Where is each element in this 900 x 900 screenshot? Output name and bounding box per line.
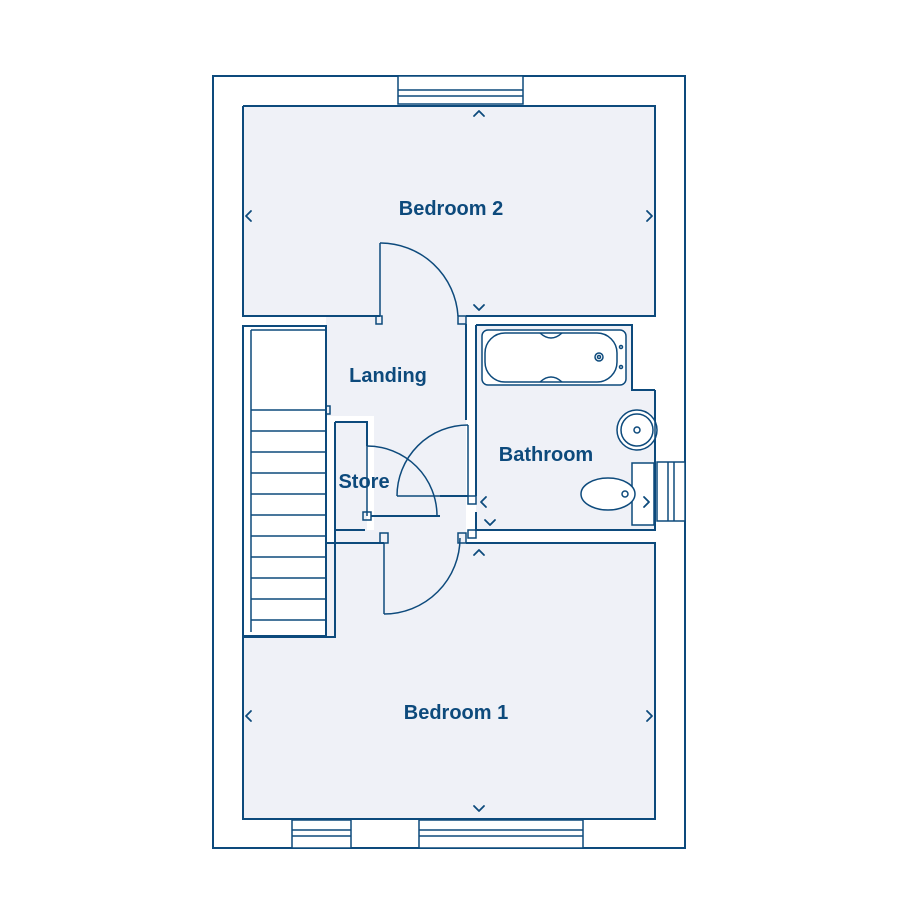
chevron-left-icon (245, 210, 252, 222)
window-bathroom (656, 461, 686, 522)
chevron-down-icon (473, 304, 485, 311)
staircase (242, 325, 327, 637)
chevron-up-icon (473, 549, 485, 556)
room-label-landing: Landing (349, 365, 427, 387)
chevron-right-icon (643, 496, 650, 508)
room-label-bedroom-1: Bedroom 1 (404, 702, 508, 724)
chevron-left-icon (245, 710, 252, 722)
window-bedroom-1-left (291, 819, 352, 849)
landing-area (326, 316, 466, 416)
chevron-down-icon (484, 519, 496, 526)
chevron-up-icon (473, 110, 485, 117)
room-label-store: Store (338, 471, 389, 493)
door-swings (366, 242, 469, 615)
store-area (335, 422, 367, 530)
room-labels: Bedroom 2 Landing Bathroom Store Bedroom… (338, 198, 593, 724)
room-label-bedroom-2: Bedroom 2 (399, 198, 503, 220)
chevron-left-icon (480, 496, 487, 508)
washbasin-icon (616, 409, 658, 451)
hall-to-bedroom-1-area (335, 530, 466, 543)
bedroom-2-area (243, 106, 655, 316)
bathtub-icon (481, 329, 627, 386)
room-label-bathroom: Bathroom (499, 444, 593, 466)
toilet-icon (580, 462, 655, 526)
window-bedroom-1-right (418, 819, 584, 849)
chevron-right-icon (646, 210, 653, 222)
chevron-right-icon (646, 710, 653, 722)
sanitaryware (481, 329, 658, 526)
room-fills (243, 106, 655, 819)
chevron-down-icon (473, 805, 485, 812)
dimension-markers (245, 110, 653, 812)
windows (291, 75, 686, 849)
